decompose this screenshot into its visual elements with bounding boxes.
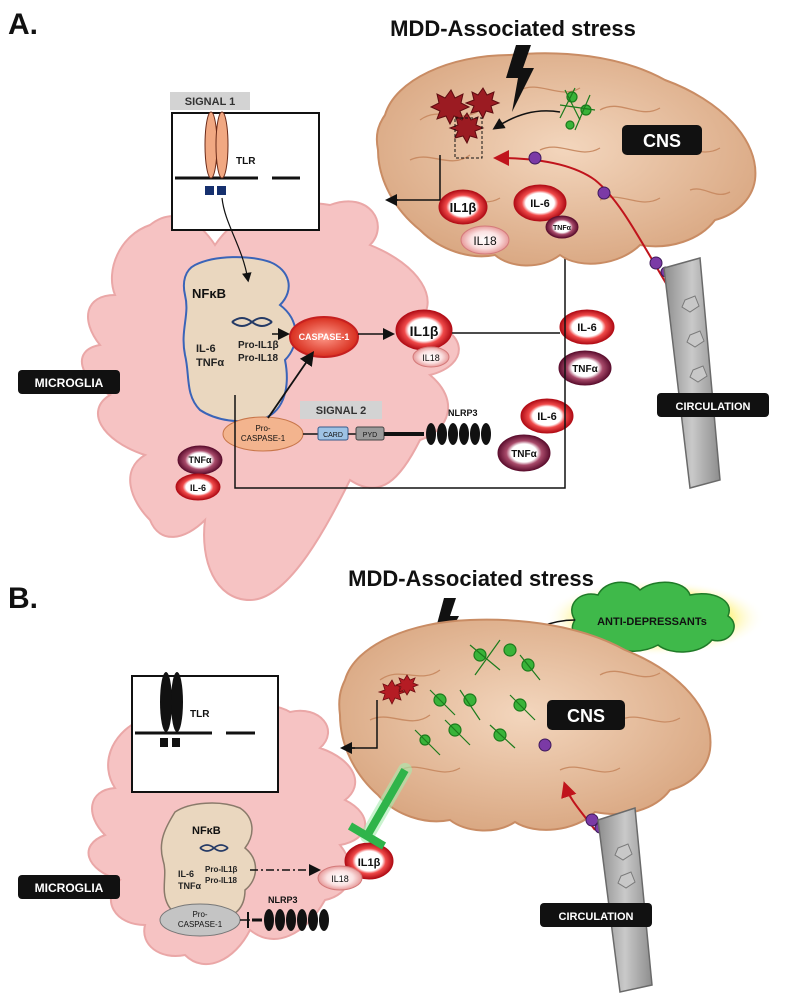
svg-text:Pro-: Pro- — [255, 424, 270, 433]
svg-text:TNFα: TNFα — [188, 455, 211, 465]
caspase1-a — [289, 316, 359, 358]
svg-text:Pro-IL18: Pro-IL18 — [205, 876, 238, 885]
svg-text:IL18: IL18 — [473, 234, 497, 248]
monocytes-a — [528, 151, 672, 278]
nfkb-label-a: NFκB — [192, 286, 226, 301]
svg-text:CASPASE-1: CASPASE-1 — [178, 920, 223, 929]
red-microglia-b — [377, 674, 420, 705]
circulation-badge-a — [657, 393, 769, 417]
tlr-to-nfkb-arrow — [221, 197, 252, 283]
cns-badge-a — [622, 125, 702, 155]
tnfa-cluster1 — [558, 350, 612, 386]
signal1-badge — [170, 92, 250, 110]
svg-text:TNFα: TNFα — [511, 449, 537, 460]
microglia-label-a: MICROGLIA — [35, 376, 104, 390]
pro-il18-nucleus-a: Pro-IL18 — [238, 353, 278, 364]
svg-text:IL-6: IL-6 — [178, 869, 194, 879]
tlr-receptor-right — [215, 111, 229, 179]
microglia-badge-a — [18, 370, 120, 394]
tlr-label-b: TLR — [190, 709, 210, 720]
tlr-receptor-left — [204, 111, 218, 179]
dna-icon — [231, 317, 273, 327]
svg-text:IL18: IL18 — [331, 874, 349, 884]
panel-b-letter: B. — [8, 582, 38, 615]
svg-text:Pro-IL1β: Pro-IL1β — [205, 865, 238, 874]
pro-il1b-nucleus-a: Pro-IL1β — [238, 340, 279, 351]
signal1-label: SIGNAL 1 — [185, 96, 236, 108]
circulation-label-b: CIRCULATION — [559, 911, 634, 923]
tlr-label-a: TLR — [236, 156, 256, 167]
svg-text:IL-6: IL-6 — [530, 198, 550, 210]
nfkb-label-b: NFκB — [192, 825, 221, 837]
il1b-brain-a — [438, 189, 488, 225]
cns-label-a: CNS — [643, 131, 681, 151]
il1b-label-a: IL1β — [410, 323, 439, 339]
nucleus-b — [160, 802, 257, 922]
antidepressants-label: ANTI-DEPRESSANTs — [597, 616, 707, 628]
activated-microglia-a — [429, 87, 501, 145]
svg-text:IL1β: IL1β — [358, 857, 381, 869]
svg-text:TNFα: TNFα — [572, 364, 598, 375]
svg-text:Pro-: Pro- — [192, 910, 207, 919]
il6-cluster1 — [559, 309, 615, 345]
il6-left-a — [175, 473, 221, 501]
nlrp3-a — [426, 423, 491, 445]
svg-text:CARD: CARD — [323, 432, 343, 439]
blood-vessel-b — [597, 806, 653, 993]
tnfa-cluster2 — [497, 434, 551, 472]
svg-text:IL-6: IL-6 — [577, 322, 597, 334]
svg-text:PYD: PYD — [363, 432, 377, 439]
green-cells-a — [559, 87, 596, 131]
nlrp3-label-a: NLRP3 — [448, 408, 478, 418]
microglia-badge-b — [18, 875, 120, 899]
stress-title-a: MDD-Associated stress — [390, 16, 636, 41]
tnfa-brain-a — [545, 215, 579, 239]
nlrp3-b — [264, 909, 329, 931]
caspase1-label: CASPASE-1 — [299, 332, 350, 342]
tlr-box-a — [171, 112, 320, 231]
inhibition-symbol — [347, 763, 412, 850]
stress-title-b: MDD-Associated stress — [348, 566, 594, 591]
lightning-icon-a — [506, 45, 534, 112]
circulation-badge-b — [540, 903, 652, 927]
green-cells-b — [414, 639, 541, 756]
il6-nucleus-a: IL-6 — [196, 343, 216, 355]
svg-text:TNFα: TNFα — [553, 225, 572, 232]
il18-b — [317, 865, 363, 891]
tnfa-nucleus-a: TNFα — [196, 357, 224, 369]
il18-release-a — [412, 346, 450, 368]
svg-text:IL-6: IL-6 — [190, 483, 206, 493]
microglia-label-b: MICROGLIA — [35, 881, 104, 895]
panel-b: B. MDD-Associated stress ANTI-DEPRESSANT… — [8, 566, 765, 993]
il6-cluster2 — [520, 398, 574, 434]
svg-text:TNFα: TNFα — [178, 881, 201, 891]
signal2-badge — [300, 401, 382, 419]
svg-text:CASPASE-1: CASPASE-1 — [241, 434, 286, 443]
circulation-label-a: CIRCULATION — [676, 401, 751, 413]
panel-a: A. NFκB IL-6 TNFα Pro-IL1β Pro-IL18 SIGN… — [8, 8, 769, 602]
il18-brain-a — [460, 225, 510, 255]
tlr-receptor-b-right — [171, 672, 183, 732]
cns-label-b: CNS — [567, 706, 605, 726]
signal2-label: SIGNAL 2 — [316, 405, 367, 417]
svg-text:IL-6: IL-6 — [537, 411, 557, 423]
svg-text:IL1β: IL1β — [450, 200, 477, 215]
svg-text:NLRP3: NLRP3 — [268, 895, 298, 905]
panel-a-letter: A. — [8, 8, 38, 41]
il18-label-a: IL18 — [422, 353, 440, 363]
tlr-receptor-b-left — [160, 672, 172, 732]
cns-badge-b — [547, 700, 625, 730]
il6-brain-a — [513, 184, 567, 222]
